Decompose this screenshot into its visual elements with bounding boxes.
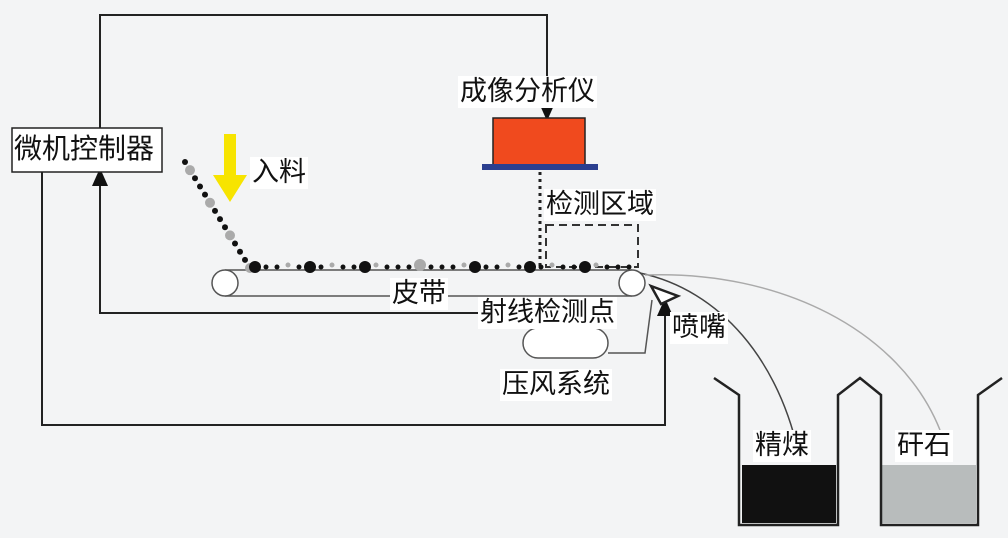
particle bbox=[579, 261, 591, 273]
particle bbox=[549, 262, 555, 268]
particle bbox=[242, 256, 248, 263]
left-roller bbox=[211, 269, 239, 297]
particle bbox=[494, 264, 500, 270]
signal-line-nozzle bbox=[41, 172, 673, 426]
clean-coal-pile bbox=[742, 465, 836, 523]
particle bbox=[414, 259, 426, 271]
coal-trajectory bbox=[639, 272, 801, 461]
ray-point-label: 射线检测点 bbox=[478, 297, 617, 329]
particle bbox=[626, 264, 632, 270]
particle bbox=[263, 264, 269, 270]
feed-arrow-icon bbox=[213, 134, 247, 202]
particle bbox=[232, 240, 238, 247]
particle bbox=[217, 216, 223, 223]
particle bbox=[318, 264, 324, 270]
particle bbox=[197, 183, 203, 190]
analyzer-label: 成像分析仪 bbox=[458, 76, 597, 108]
particle bbox=[182, 159, 188, 165]
gangue-pile bbox=[882, 465, 976, 523]
particle bbox=[351, 264, 357, 270]
air-system-label: 压风系统 bbox=[500, 369, 612, 401]
particle bbox=[340, 264, 346, 270]
particle bbox=[483, 264, 489, 270]
particle bbox=[202, 191, 208, 198]
air-compressor bbox=[522, 327, 609, 359]
particle bbox=[296, 264, 302, 270]
particle bbox=[428, 264, 434, 270]
analyzer-body bbox=[492, 117, 586, 166]
particle bbox=[373, 262, 379, 268]
controller-label: 微机控制器 bbox=[14, 132, 155, 165]
particle bbox=[329, 262, 335, 268]
particle bbox=[615, 264, 621, 270]
feed-label: 入料 bbox=[250, 157, 308, 189]
particle bbox=[222, 224, 228, 231]
coal-particles bbox=[182, 159, 632, 273]
collection-bins bbox=[713, 376, 1003, 527]
particle bbox=[516, 264, 522, 270]
particle bbox=[538, 264, 544, 270]
particle bbox=[212, 207, 218, 214]
particle bbox=[395, 264, 401, 270]
particle bbox=[469, 261, 481, 273]
particle bbox=[237, 248, 243, 255]
particle bbox=[571, 264, 577, 270]
signal-line-ray bbox=[92, 168, 480, 314]
gangue-label: 矸石 bbox=[895, 430, 953, 462]
particle bbox=[560, 264, 566, 270]
nozzle-label: 喷嘴 bbox=[670, 312, 728, 344]
particle bbox=[524, 261, 536, 273]
detection-zone-box bbox=[545, 224, 639, 268]
particle bbox=[450, 264, 456, 270]
belt-label: 皮带 bbox=[390, 278, 448, 310]
gangue-trajectory bbox=[644, 273, 941, 431]
clean-coal-label: 精煤 bbox=[753, 430, 811, 462]
particle bbox=[205, 197, 215, 208]
particle bbox=[304, 261, 316, 273]
particle bbox=[406, 264, 412, 270]
particle bbox=[384, 264, 390, 270]
particle bbox=[249, 261, 261, 273]
particle bbox=[461, 262, 467, 268]
particle bbox=[593, 262, 599, 268]
right-roller bbox=[618, 269, 646, 297]
nozzle-icon bbox=[648, 283, 682, 306]
detection-zone-label: 检测区域 bbox=[544, 189, 656, 221]
particle bbox=[604, 264, 610, 270]
signal-line-top bbox=[99, 14, 555, 128]
analyzer-base bbox=[482, 164, 598, 170]
particle bbox=[274, 264, 280, 270]
particle bbox=[505, 262, 511, 268]
particle bbox=[192, 175, 198, 182]
air-pipe bbox=[608, 299, 653, 354]
particle bbox=[185, 165, 195, 176]
particle bbox=[225, 230, 235, 241]
particle bbox=[359, 261, 371, 273]
controller-box bbox=[11, 127, 163, 173]
particle bbox=[285, 262, 291, 268]
particle bbox=[439, 264, 445, 270]
